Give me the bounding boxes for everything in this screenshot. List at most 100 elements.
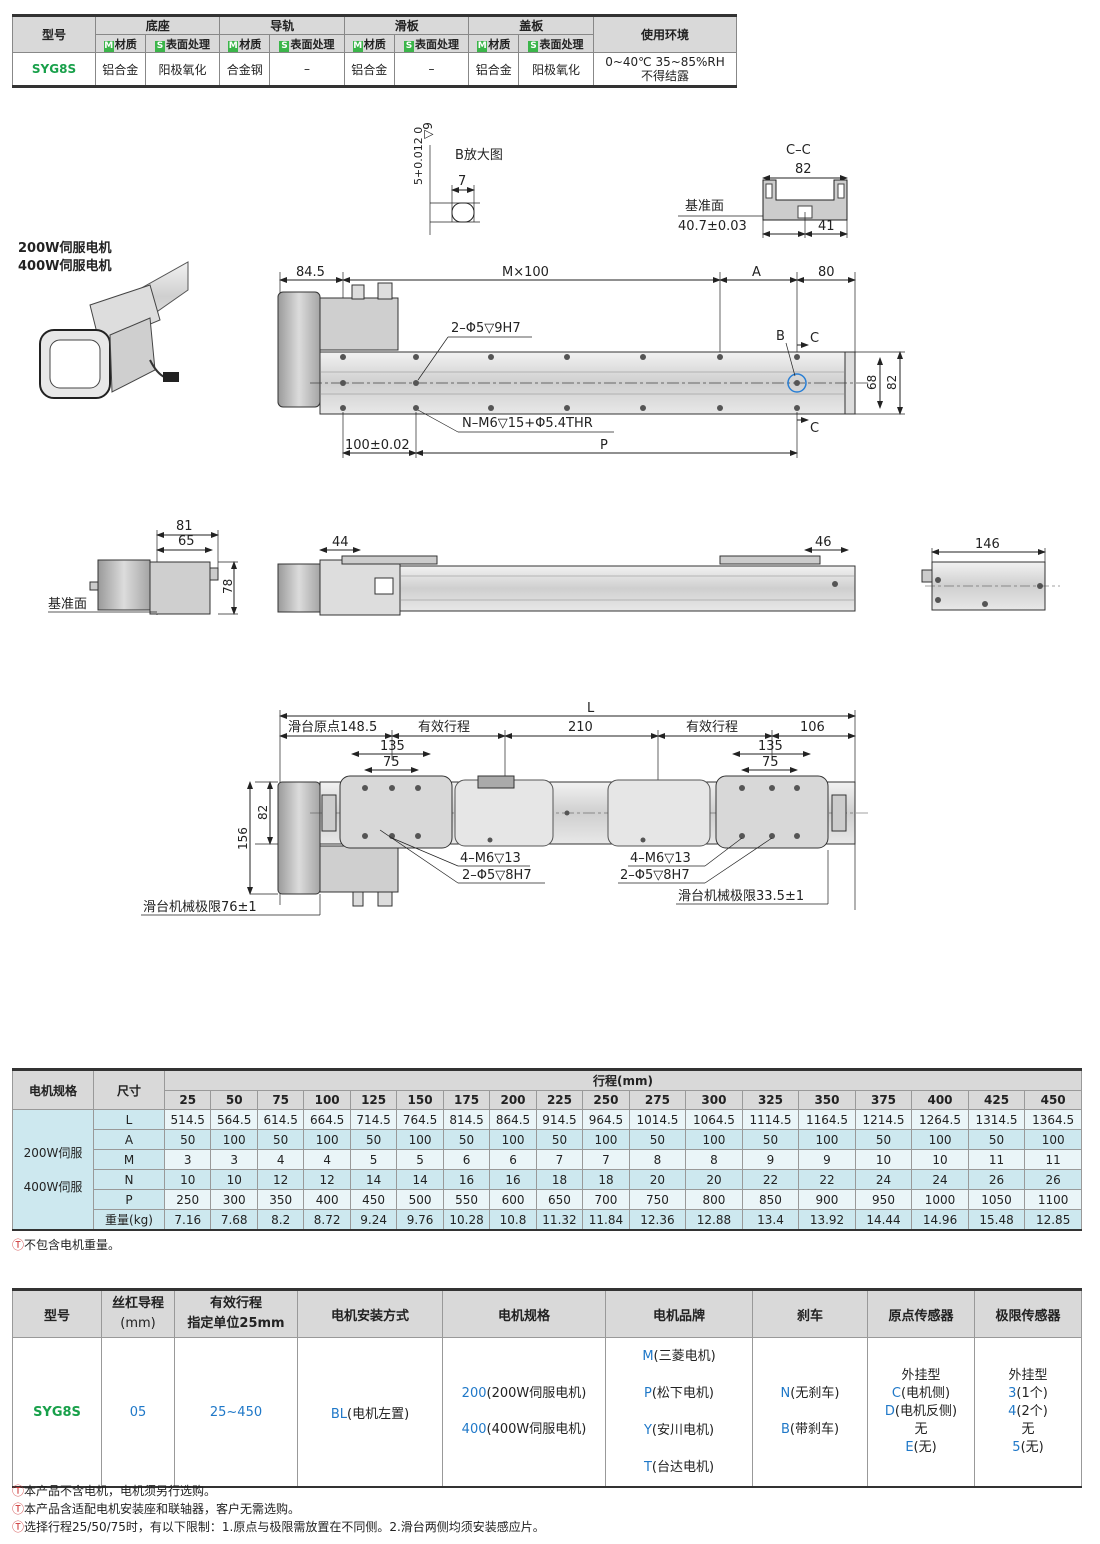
dimension-value: 100 (798, 1129, 856, 1150)
b-dim-tolerance: 5+0.012 0 (412, 127, 425, 185)
dim-100: 100±0.02 (345, 438, 410, 453)
dimension-value: 400 (303, 1189, 351, 1210)
header-motor: 电机规格 (12, 1068, 94, 1110)
side-dim-46: 46 (815, 535, 832, 550)
dimension-value: 15.48 (967, 1209, 1026, 1231)
dimension-value: 50 (854, 1129, 913, 1150)
dimension-value: 1064.5 (685, 1109, 743, 1130)
dimension-value: 4 (303, 1149, 351, 1170)
dimension-value: 7 (535, 1149, 584, 1170)
dimension-value: 864.5 (489, 1109, 537, 1130)
b-detail-label: B放大图 (455, 148, 503, 163)
dimension-value: 800 (685, 1189, 743, 1210)
dim-p: P (600, 438, 608, 453)
note-1: Ⓣ本产品不含电机，电机须另行选购。 (12, 1484, 217, 1498)
stroke-header-cell: 350 (798, 1089, 856, 1110)
stroke-header-cell: 300 (685, 1089, 743, 1110)
dimension-value: 650 (535, 1189, 584, 1210)
dimension-value: 100 (582, 1129, 630, 1150)
side-view-front: 44 46 (277, 535, 856, 616)
dimension-value: 22 (798, 1169, 856, 1190)
dimension-value: 9.76 (396, 1209, 444, 1231)
dimension-value: 20 (628, 1169, 687, 1190)
dimension-value: 50 (967, 1129, 1026, 1150)
rail-material: 合金钢 (219, 52, 271, 87)
dimension-value: 9.24 (349, 1209, 398, 1231)
dimension-value: 1014.5 (628, 1109, 687, 1130)
dimension-value: 11 (967, 1149, 1026, 1170)
dimension-value: 14 (396, 1169, 444, 1190)
dim-106: 106 (800, 720, 825, 735)
dimension-value: 8.2 (256, 1209, 305, 1231)
dimension-label: A (93, 1129, 165, 1150)
dimension-value: 18 (582, 1169, 630, 1190)
dim-68: 68 (865, 375, 879, 390)
stroke-header-cell: 50 (210, 1089, 258, 1110)
dimension-value: 14.44 (854, 1209, 913, 1231)
cc-dim-41: 41 (818, 219, 835, 234)
top-view: 84.5 M×100 A 80 B C C 2–Φ5 (277, 265, 905, 458)
dim-135-left: 135 (380, 739, 405, 754)
right-m6-holes: 4–M6▽13 (630, 851, 691, 866)
right-mech-limit: 滑台机械极限33.5±1 (678, 889, 804, 904)
header-slider: 滑板 (343, 14, 470, 35)
dimension-value: 300 (210, 1189, 258, 1210)
dim-135-right: 135 (758, 739, 783, 754)
order-table: 型号 丝杠导程(mm) 有效行程指定单位25mm 电机安装方式 电机规格 电机品… (12, 1288, 1082, 1488)
dimension-value: 11 (1024, 1149, 1082, 1170)
dimension-value: 14.96 (911, 1209, 969, 1231)
dimension-value: 50 (535, 1129, 584, 1150)
dimension-value: 50 (256, 1129, 305, 1150)
order-header-effective: 有效行程指定单位25mm (174, 1288, 298, 1338)
dimension-value: 50 (628, 1129, 687, 1150)
dimension-value: 6 (442, 1149, 491, 1170)
dim-effective-1: 有效行程 (418, 720, 470, 735)
left-mech-limit: 滑台机械极限76±1 (143, 900, 257, 915)
base-material: 铝合金 (95, 52, 146, 87)
side-dim-65: 65 (178, 534, 195, 549)
dim-effective-2: 有效行程 (686, 720, 738, 735)
dimension-value: 664.5 (303, 1109, 351, 1130)
dimension-value: 700 (582, 1189, 630, 1210)
left-m6-holes: 4–M6▽13 (460, 851, 521, 866)
dimension-value: 22 (741, 1169, 800, 1190)
dimension-value: 514.5 (163, 1109, 212, 1130)
order-effective: 25~450 (174, 1337, 298, 1487)
side-view-right: 146 (921, 537, 1060, 611)
dimension-value: 16 (489, 1169, 537, 1190)
order-header-mount: 电机安装方式 (297, 1288, 443, 1338)
order-header-motor: 电机规格 (442, 1288, 606, 1338)
dimension-value: 564.5 (210, 1109, 258, 1130)
dimension-value: 8 (628, 1149, 687, 1170)
header-model: 型号 (12, 14, 96, 53)
dimension-value: 764.5 (396, 1109, 444, 1130)
dim-82: 82 (885, 375, 899, 390)
order-brand: M(三菱电机) P(松下电机) Y(安川电机) T(台达电机) (605, 1337, 753, 1487)
b-detail-marker (787, 373, 807, 393)
label-b: B (776, 329, 785, 344)
dimension-value: 500 (396, 1189, 444, 1210)
dim-84-5: 84.5 (296, 265, 325, 280)
dimension-value: 7 (582, 1149, 630, 1170)
dimension-value: 11.32 (535, 1209, 584, 1231)
dimension-value: 50 (741, 1129, 800, 1150)
dimension-value: 600 (489, 1189, 537, 1210)
header-stroke: 行程(mm) (164, 1068, 1082, 1091)
b-detail-view: B放大图 5+0.012 0 ▽9 7 (412, 122, 503, 235)
order-brake: N(无刹车) B(带刹车) (752, 1337, 868, 1487)
note-3: Ⓣ选择行程25/50/75时，有以下限制：1.原点与极限需放置在不同侧。2.滑台… (12, 1520, 545, 1534)
dimension-value: 18 (535, 1169, 584, 1190)
dimension-value: 24 (911, 1169, 969, 1190)
stroke-header-cell: 75 (256, 1089, 305, 1110)
dimension-value: 11.84 (582, 1209, 630, 1231)
order-header-limit: 极限传感器 (974, 1288, 1082, 1338)
